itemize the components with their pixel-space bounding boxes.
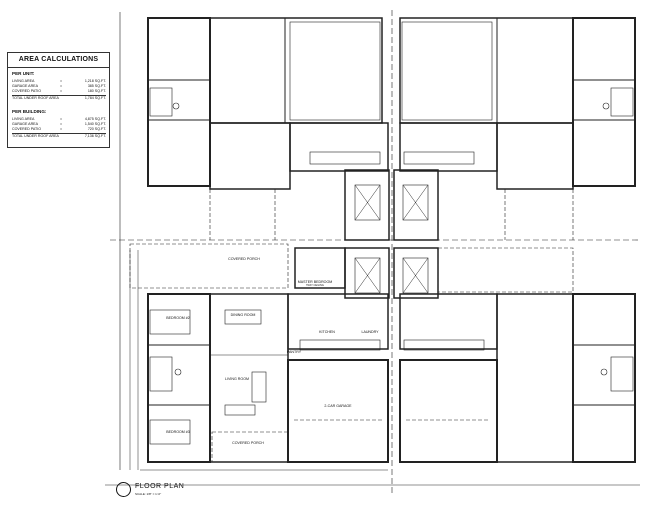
room-label-laundry: LAUNDRY [361,330,379,334]
area-calculations-table: AREA CALCULATIONS PER UNIT: LIVING AREA … [7,52,110,148]
floor-plan-title: FLOOR PLAN [135,483,185,490]
row-value: 720 SQ.FT. [87,127,106,131]
total-value: 1,784 SQ.FT. [84,96,106,100]
room-label-dining-room: DINING ROOM [230,313,256,317]
unit-top-left [147,17,390,241]
row-label: COVERED PATIO [12,89,42,93]
unit-bottom-left [129,243,390,471]
per-unit-total: TOTAL UNDER ROOF AREA 1,784 SQ.FT. [12,95,106,100]
unit-bottom-right [393,247,636,463]
area-calculations-title: AREA CALCULATIONS [8,53,109,68]
unit-top-right [393,17,636,241]
floor-plan-scale: SCALE: 1/8" = 1'-0" [135,492,162,496]
row-equals: = [60,122,63,126]
room-label-covered-porch-bottom: COVERED PORCH [232,441,264,445]
row-label: LIVING AREA [12,79,35,83]
room-label-bedroom-3: BEDROOM #3 [166,430,190,434]
row-equals: = [60,79,63,83]
per-building-heading: PER BUILDING: [12,109,47,114]
per-unit-heading: PER UNIT: [12,71,35,76]
row-value: 385 SQ.FT. [87,84,106,88]
room-label-master-bedroom: MASTER BEDROOM TRAY CEILING [298,280,333,288]
total-label: TOTAL UNDER ROOF AREA [12,134,59,138]
row-value: 180 SQ.FT. [87,89,106,93]
drawing-number-circle [116,482,131,497]
total-value: 7,136 SQ.FT. [84,134,106,138]
row-label: COVERED PATIO [12,127,42,131]
row-equals: = [60,89,63,93]
room-label-kitchen: KITCHEN [319,330,335,334]
room-label-covered-porch-top: COVERED PORCH [228,257,260,261]
row-value: 1,218 SQ.FT. [84,79,106,83]
row-label: GARAGE AREA [12,122,38,126]
room-label-pantry: PANTRY [286,350,302,354]
row-value: 4,875 SQ.FT. [84,117,106,121]
room-label-bedroom-2: BEDROOM #2 [166,316,190,320]
row-equals: = [60,127,63,131]
master-bedroom-name: MASTER BEDROOM [297,280,333,284]
row-equals: = [60,84,63,88]
total-label: TOTAL UNDER ROOF AREA [12,96,59,100]
row-label: LIVING AREA [12,117,35,121]
row-equals: = [60,117,63,121]
room-label-garage: 2-CAR GARAGE [324,404,352,408]
per-building-total: TOTAL UNDER ROOF AREA 7,136 SQ.FT. [12,133,106,138]
room-label-living-room: LIVING ROOM [225,377,249,381]
row-label: GARAGE AREA [12,84,38,88]
master-bedroom-note: TRAY CEILING [306,284,324,287]
row-value: 1,540 SQ.FT. [84,122,106,126]
